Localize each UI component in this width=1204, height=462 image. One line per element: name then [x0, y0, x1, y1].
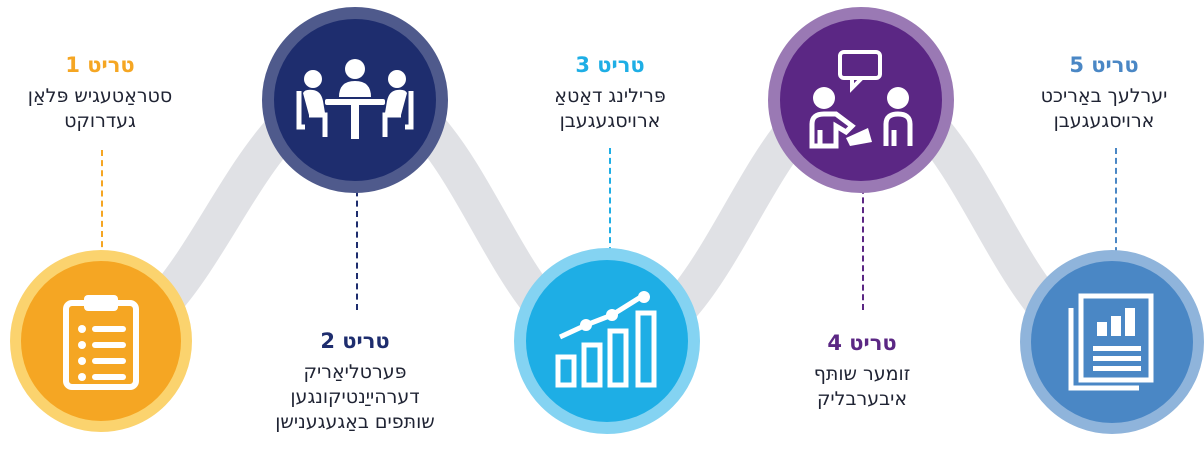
step-5-connector: [1115, 148, 1117, 263]
step-2-text: טריט 2 פּערטליאַריק דערהייַנטיקונגען שות…: [255, 328, 455, 435]
step-2-connector: [356, 180, 358, 310]
step-1-title: טריט 1: [65, 53, 135, 77]
step-5-node: [1020, 250, 1204, 434]
step-3-description: פּרילינג דאַטאַ ארויסגעגעבן: [554, 85, 666, 132]
step-5-text: טריט 5 יערלעך באַריכט ארויסגעגעבן: [1004, 52, 1204, 134]
step-3-node: [514, 248, 700, 434]
growth-chart-icon: [555, 291, 657, 388]
step-3-text: טריט 3 פּרילינג דאַטאַ ארויסגעגעבן: [510, 52, 710, 134]
step-2-title: טריט 2: [320, 329, 390, 353]
step-4-connector: [862, 178, 864, 310]
step-4-node: [768, 7, 954, 193]
step-4-text: טריט 4 זומער שותּף איבערבליק: [762, 330, 962, 412]
step-4-description: זומער שותּף איבערבליק: [813, 363, 911, 410]
step-5-title: טריט 5: [1069, 53, 1139, 77]
step-1-text: טריט 1 סטראַטעגיש פּלאַן געדרוקט: [0, 52, 200, 134]
conversation-icon: [809, 50, 913, 149]
step-3-connector: [609, 148, 611, 263]
step-1-description: סטראַטעגיש פּלאַן געדרוקט: [27, 85, 173, 132]
step-2-description: פּערטליאַריק דערהייַנטיקונגען שותּפים בא…: [275, 361, 435, 433]
step-1-node: [10, 250, 192, 432]
report-icon: [1068, 293, 1154, 391]
meeting-icon: [296, 59, 414, 139]
clipboard-icon: [63, 295, 139, 390]
step-1-connector: [101, 150, 103, 318]
step-2-node: [262, 7, 448, 193]
step-3-title: טריט 3: [575, 53, 645, 77]
step-4-title: טריט 4: [827, 331, 897, 355]
step-5-description: יערלעך באַריכט ארויסגעגעבן: [1040, 85, 1168, 132]
